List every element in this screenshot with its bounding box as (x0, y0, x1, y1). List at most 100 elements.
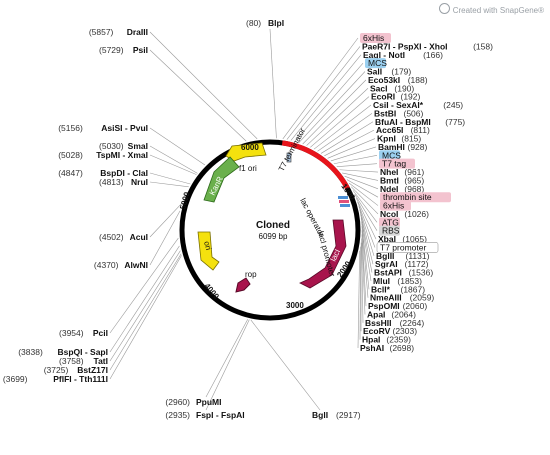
site-label-left[interactable]: (4370)AlwNI (94, 260, 148, 270)
connector-right (360, 213, 373, 273)
connector-right (352, 190, 378, 223)
connector-left (109, 245, 180, 353)
site-name: EagI - NotI (363, 50, 405, 60)
site-label-right[interactable]: PspOMI(2060) (368, 301, 427, 311)
site-label-right[interactable]: Eco53kI(188) (368, 75, 428, 85)
site-label-right[interactable]: Acc65I(811) (376, 125, 430, 135)
site-label-right[interactable]: MluI(1853) (373, 276, 422, 286)
site-name: SacI (370, 83, 388, 93)
site-label-left[interactable]: (3954)PciI (59, 328, 108, 338)
site-position: (2917) (336, 410, 361, 420)
site-label-right[interactable]: MCS (379, 150, 401, 161)
site-label-left[interactable]: (3725)BstZ17I (44, 365, 108, 375)
connector-right (320, 121, 374, 154)
site-label-bottom[interactable]: (2917)BglI (312, 410, 361, 420)
site-label-left[interactable]: (5857)DraIII (89, 27, 148, 37)
site-position: (179) (391, 67, 411, 77)
site-label-right[interactable]: BclI*(1867) (371, 284, 425, 294)
feature-rop[interactable]: rop (235, 270, 257, 293)
connector-right (330, 146, 377, 162)
site-label-left[interactable]: (4813)NruI (99, 177, 148, 187)
site-name: CsiI - SexAI* (373, 100, 424, 110)
site-label-right[interactable]: BfuAI - BspMI(775) (375, 117, 465, 127)
site-label-right[interactable]: BglII(1131) (376, 251, 430, 261)
site-label-right[interactable]: NdeI(968) (380, 184, 424, 194)
site-name: TatI (94, 356, 108, 366)
site-label-top[interactable]: (80)BlpI (246, 18, 284, 28)
site-label-left[interactable]: (3838)BspQI - SapI (18, 347, 108, 357)
site-name: AlwNI (124, 260, 148, 270)
site-name: NcoI (380, 209, 398, 219)
site-label-right[interactable]: KpnI(815) (377, 134, 421, 144)
site-label-right[interactable]: NcoI(1026) (380, 209, 429, 219)
site-label-right[interactable]: MCS (365, 58, 387, 69)
site-label-right[interactable]: PshAI(2698) (360, 343, 414, 353)
site-position: (1065) (402, 234, 427, 244)
site-label-left[interactable]: (4847)BspDI - ClaI (58, 168, 148, 178)
connector-left (149, 172, 191, 185)
site-position: (4847) (58, 168, 83, 178)
site-label-right[interactable]: 6xHis (380, 200, 411, 211)
connector-right (342, 172, 379, 181)
feature-ori[interactable]: ori (197, 231, 220, 271)
site-position: (4813) (99, 177, 124, 187)
site-label-left[interactable]: (5028)TspMI - XmaI (58, 150, 148, 160)
site-label-right[interactable]: BstBI(506) (374, 108, 424, 118)
f1ori-label: f1 ori (239, 164, 257, 173)
connector-right (302, 79, 367, 145)
connector-right (361, 238, 364, 323)
site-position: (2060) (403, 301, 428, 311)
site-name: PciI (93, 328, 108, 338)
site-position: (5156) (58, 123, 83, 133)
feature-laci[interactable]: lacI (299, 219, 347, 289)
site-label-left[interactable]: (5030)SmaI (99, 141, 148, 151)
site-label-right[interactable]: ATG (379, 217, 400, 228)
site-label-right[interactable]: T7 tag (379, 158, 415, 169)
site-label-right[interactable]: SacI(190) (370, 83, 414, 93)
site-name: BmtI (380, 175, 399, 185)
site-label-left[interactable]: (5156)AsiSI - PvuI (58, 123, 148, 133)
site-label-right[interactable]: PaeR7I - PspXI - XhoI(158) (362, 41, 493, 51)
site-label-right[interactable]: SalI (179) (367, 67, 411, 77)
connector-right (327, 138, 376, 159)
site-label-right[interactable]: BamHI(928) (378, 142, 428, 152)
site-label-right[interactable]: CsiI - SexAI*(245) (373, 100, 463, 110)
site-label-right[interactable]: EcoRV(2303) (363, 326, 417, 336)
site-label-right[interactable]: BmtI(965) (380, 175, 424, 185)
site-label-left[interactable]: (3699)PflFI - Tth111I (3, 374, 108, 384)
site-position: (775) (445, 117, 465, 127)
connector-right (350, 186, 379, 215)
site-label-left[interactable]: (5729)PsiI (99, 45, 148, 55)
site-label-right[interactable]: SgrAI(1172) (375, 259, 429, 269)
site-position: (811) (411, 125, 430, 135)
site-name: SalI (367, 67, 382, 77)
site-label-right[interactable]: ApaI(2064) (367, 309, 416, 319)
site-label-right[interactable]: T7 promoter (376, 242, 439, 253)
site-label-right[interactable]: EagI - NotI(166) (363, 50, 443, 60)
site-label-right[interactable]: 6xHis (360, 33, 391, 43)
feature-tag (379, 217, 400, 228)
site-label-right[interactable]: BstAPI(1536) (374, 268, 433, 278)
connector-right (306, 88, 369, 146)
snapgene-watermark: Created with SnapGene® (438, 3, 544, 15)
connector-right (286, 46, 361, 140)
site-label-right[interactable]: EcoRI(192) (371, 92, 421, 102)
site-label-left[interactable]: (4502)AcuI (99, 232, 148, 242)
site-label-left[interactable]: (3758)TatI (59, 356, 108, 366)
tick-6000: 6000 (241, 143, 259, 152)
site-label-right[interactable]: thrombin site (380, 192, 451, 203)
site-label-right[interactable]: HpaI(2359) (362, 335, 411, 345)
site-name: BstAPI (374, 268, 402, 278)
site-label-right[interactable]: XbaI(1065) (378, 234, 427, 244)
feature-tag-text: ATG (382, 217, 399, 227)
connector-right (282, 37, 359, 140)
site-label-right[interactable]: NmeAIII(2059) (370, 293, 434, 303)
site-position: (5028) (58, 150, 83, 160)
site-label-bottom[interactable]: (2935)FspI - FspAI (165, 410, 244, 420)
site-label-bottom[interactable]: (2960)PpuMI (165, 397, 221, 407)
site-label-right[interactable]: BssHII(2264) (365, 318, 424, 328)
site-label-right[interactable]: RBS (379, 225, 400, 236)
site-label-right[interactable]: NheI(961) (380, 167, 424, 177)
site-name: BlpI (268, 18, 284, 28)
site-name: Eco53kI (368, 75, 400, 85)
